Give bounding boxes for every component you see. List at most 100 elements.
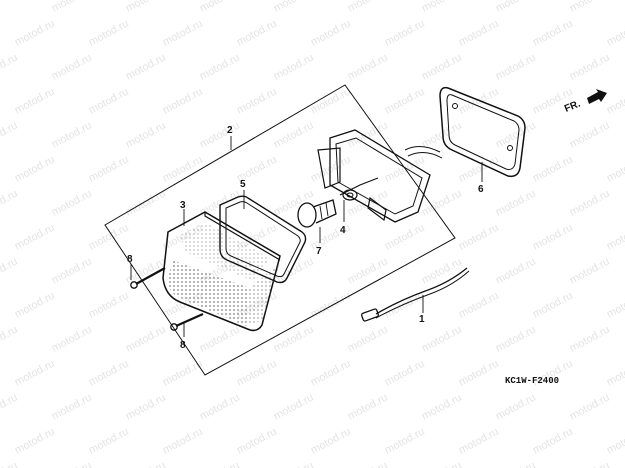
watermark-text: motod.ru [124,120,168,151]
watermark-text: motod.ru [198,324,242,355]
callout-6: 6 [478,184,484,195]
watermark-text: motod.ru [420,0,464,15]
watermark-text: motod.ru [309,86,353,117]
watermark-text: motod.ru [235,86,279,117]
watermark-text: motod.ru [198,392,242,423]
watermark-text: motod.ru [494,324,538,355]
watermark-text: motod.ru [50,52,94,83]
part-4-base-housing [317,129,443,223]
part-6-base-gasket [439,86,526,178]
part-3-lens [162,211,281,332]
watermark-text: motod.ru [161,18,205,49]
watermark-text: motod.ru [568,188,612,219]
watermark-text: motod.ru [13,290,57,321]
watermark-text: motod.ru [50,324,94,355]
part-1-wire-harness [361,267,470,322]
watermark-text: motod.ru [346,120,390,151]
watermark-text: motod.ru [124,324,168,355]
watermark-text: motod.ru [457,290,501,321]
watermark-text: motod.ru [272,0,316,15]
watermark-text: motod.ru [235,358,279,389]
watermark-text: motod.ru [0,460,20,468]
watermark-text: motod.ru [87,290,131,321]
watermark-text: motod.ru [420,52,464,83]
watermark-text: motod.ru [494,256,538,287]
part-8-screw-lower [170,312,204,331]
watermark-text: motod.ru [346,460,390,468]
leader-lines [130,136,483,337]
watermark-text: motod.ru [272,392,316,423]
watermark-text: motod.ru [13,426,57,457]
watermark-text: motod.ru [50,120,94,151]
watermark-text: motod.ru [383,18,427,49]
front-direction-indicator [587,89,607,104]
callout-1: 1 [419,314,425,325]
watermark-text: motod.ru [605,86,625,117]
watermark-text: motod.ru [531,426,575,457]
watermark-text: motod.ru [235,18,279,49]
watermark-text: motod.ru [494,120,538,151]
watermark-text: motod.ru [0,120,20,151]
watermark-text: motod.ru [272,52,316,83]
watermark-text: motod.ru [605,426,625,457]
watermark-text: motod.ru [568,256,612,287]
watermark-text: motod.ru [161,426,205,457]
watermark-text: motod.ru [605,18,625,49]
watermark-text: motod.ru [346,188,390,219]
watermark-text: motod.ru [568,392,612,423]
watermark-text: motod.ru [494,0,538,15]
watermark-text: motod.ru [87,222,131,253]
part-8-screw-upper [130,267,166,289]
watermark-text: motod.ru [568,460,612,468]
watermark-text: motod.ru [198,0,242,15]
watermark-text: motod.ru [494,52,538,83]
watermark-text: motod.ru [605,358,625,389]
watermark-text: motod.ru [0,52,20,83]
watermark-text: motod.ru [457,86,501,117]
watermark-text: motod.ru [309,18,353,49]
watermark-text: motod.ru [531,154,575,185]
watermark-text: motod.ru [383,426,427,457]
watermark-text: motod.ru [568,120,612,151]
watermark-text: motod.ru [13,154,57,185]
watermark-text: motod.ru [50,0,94,15]
watermark-text: motod.ru [124,460,168,468]
watermark-text: motod.ru [13,86,57,117]
watermark-text: motod.ru [420,392,464,423]
callout-8-lower: 8 [180,340,186,351]
callout-2: 2 [227,125,233,136]
watermark-text: motod.ru [568,324,612,355]
watermark-text: motod.ru [198,52,242,83]
watermark-text: motod.ru [124,392,168,423]
watermark-text: motod.ru [0,188,20,219]
watermark-text: motod.ru [87,358,131,389]
watermark-text: motod.ru [568,0,612,15]
watermark-text: motod.ru [13,358,57,389]
watermark-text: motod.ru [457,426,501,457]
watermark-text: motod.ru [383,222,427,253]
watermark-text: motod.ru [383,86,427,117]
watermark-text: motod.ru [87,18,131,49]
watermark-text: motod.ru [50,188,94,219]
watermark-text: motod.ru [161,86,205,117]
watermark-text: motod.ru [605,154,625,185]
watermark-text: motod.ru [420,460,464,468]
callout-3: 3 [180,200,186,211]
watermark-text: motod.ru [346,392,390,423]
watermark-text: motod.ru [87,86,131,117]
watermark-text: motod.ru [272,460,316,468]
watermark-text: motod.ru [198,460,242,468]
watermark-text: motod.ru [235,426,279,457]
watermark-text: motod.ru [272,324,316,355]
watermark-text: motod.ru [309,154,353,185]
watermark-text: motod.ru [605,290,625,321]
watermark-text: motod.ru [457,358,501,389]
watermark-text: motod.ru [0,324,20,355]
watermark-text: motod.ru [494,392,538,423]
watermark-text: motod.ru [50,392,94,423]
watermark-text: motod.ru [124,0,168,15]
watermark-text: motod.ru [457,222,501,253]
watermark-text: motod.ru [346,0,390,15]
watermark-text: motod.ru [50,460,94,468]
